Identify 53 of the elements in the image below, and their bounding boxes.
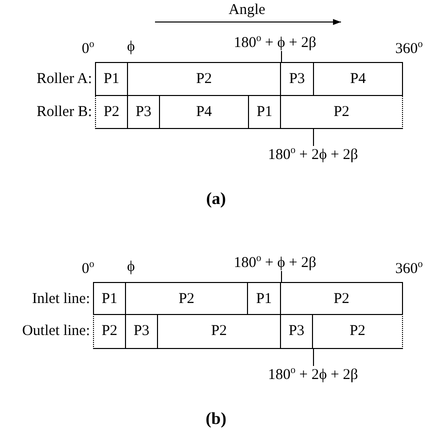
phase-label: P2 bbox=[178, 290, 194, 308]
row-label: Inlet line: bbox=[32, 292, 90, 307]
phase-cell bbox=[93, 314, 126, 349]
phase-label: P3 bbox=[289, 71, 305, 88]
phase-cell bbox=[159, 95, 249, 129]
angle-value: 0$^{o}$ bbox=[82, 40, 94, 57]
phase-label: P3 bbox=[134, 323, 150, 340]
phase-label: P2 bbox=[102, 323, 118, 340]
angle-value: 180$^{o}$ + 2ϕ + 2β bbox=[268, 366, 358, 383]
phase-cell bbox=[248, 95, 281, 129]
angle-value: 180$^{o}$ + 2ϕ + 2β bbox=[268, 146, 358, 163]
phase-cell bbox=[95, 95, 128, 129]
angle-value: 360$^{o}$ bbox=[395, 40, 423, 57]
angle-value: 360$^{o}$ bbox=[395, 260, 423, 277]
phase-label: P4 bbox=[196, 104, 212, 120]
phase-cell bbox=[125, 314, 158, 349]
angle-value: 180$^{o}$ + ϕ + 2β bbox=[234, 254, 316, 271]
phase-cell bbox=[280, 95, 403, 129]
panel-label: (b) bbox=[206, 410, 226, 427]
phase-cell bbox=[280, 282, 403, 316]
row-label: Roller A: bbox=[36, 72, 92, 87]
phase-label: P1 bbox=[102, 290, 118, 308]
angle-value: ϕ bbox=[127, 40, 135, 55]
phase-label: P2 bbox=[350, 323, 366, 340]
leader-line bbox=[313, 348, 314, 366]
phase-label: P2 bbox=[334, 104, 350, 120]
phase-label: P1 bbox=[256, 290, 272, 308]
phase-cell bbox=[93, 282, 126, 316]
phase-label: P2 bbox=[104, 104, 120, 120]
leader-line bbox=[313, 128, 314, 146]
angle-value: 180$^{o}$ + ϕ + 2β bbox=[234, 34, 316, 51]
phase-cell bbox=[127, 95, 160, 129]
phase-cell bbox=[157, 314, 281, 349]
angle-value: 0$^{o}$ bbox=[82, 260, 94, 277]
phase-cell bbox=[280, 314, 313, 349]
leader-line bbox=[281, 50, 282, 62]
phase-cell bbox=[95, 62, 128, 97]
phase-cell bbox=[312, 314, 403, 349]
phase-label: P1 bbox=[104, 71, 120, 88]
phase-label: P3 bbox=[136, 104, 152, 120]
phase-label: P1 bbox=[256, 104, 272, 120]
phase-cell bbox=[313, 62, 403, 97]
phase-label: P2 bbox=[196, 71, 212, 88]
panel-label: (a) bbox=[206, 190, 226, 207]
leader-line bbox=[281, 270, 282, 282]
axis-label: Angle bbox=[228, 3, 266, 18]
phase-label: P4 bbox=[350, 71, 366, 88]
phase-label: P2 bbox=[211, 323, 227, 340]
phase-label: P3 bbox=[288, 323, 304, 340]
angle-value: ϕ bbox=[127, 260, 135, 275]
row-label: Roller B: bbox=[36, 105, 92, 120]
phase-label: P2 bbox=[334, 290, 350, 308]
row-label: Outlet line: bbox=[22, 324, 90, 339]
